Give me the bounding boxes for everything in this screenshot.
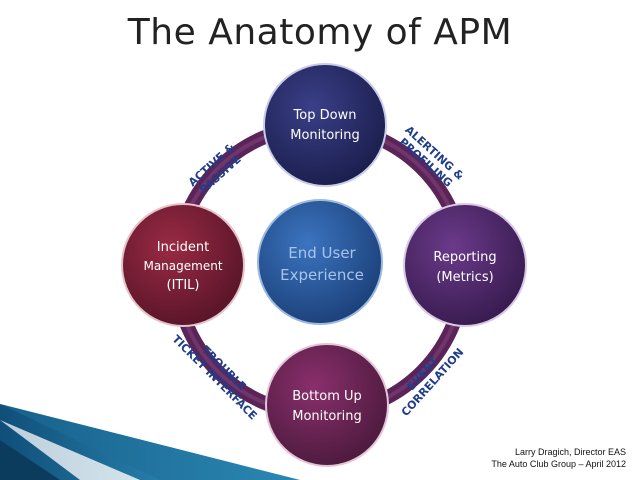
node-incident-management: Incident Management (ITIL) (121, 203, 245, 327)
node-top-down-monitoring: Top Down Monitoring (263, 63, 387, 187)
slide-title: The Anatomy of APM (127, 12, 513, 53)
node-left-line2: Management (143, 259, 222, 273)
node-bottom-up-monitoring: Bottom Up Monitoring (265, 343, 389, 467)
link-label-event-correlation: EVENT CORRELATION (399, 346, 467, 419)
node-top-line1: Top Down (293, 108, 357, 123)
node-reporting: Reporting (Metrics) (403, 203, 527, 327)
center-circle: End User Experience (257, 199, 383, 325)
center-label-line1: End User (288, 244, 356, 262)
node-right-line2: (Metrics) (436, 270, 493, 285)
svg-text:TICKET INTERFACE: TICKET INTERFACE (170, 333, 260, 423)
node-left-line1: Incident (157, 240, 209, 255)
node-top-line2: Monitoring (290, 128, 360, 143)
node-bottom-line1: Bottom Up (292, 389, 362, 404)
node-right-line1: Reporting (433, 250, 496, 265)
node-bottom-line2: Monitoring (292, 409, 362, 424)
node-left-line3: (ITIL) (167, 278, 200, 293)
center-label-line2: Experience (280, 266, 364, 284)
link-label-trouble-ticket: TROUBLE TICKET INTERFACE (170, 333, 260, 423)
credit-block: Larry Dragich, Director EAS The Auto Clu… (491, 446, 626, 470)
credit-line-org: The Auto Club Group – April 2012 (491, 459, 626, 469)
corner-stripes (0, 404, 300, 480)
credit-line-author: Larry Dragich, Director EAS (514, 447, 626, 457)
